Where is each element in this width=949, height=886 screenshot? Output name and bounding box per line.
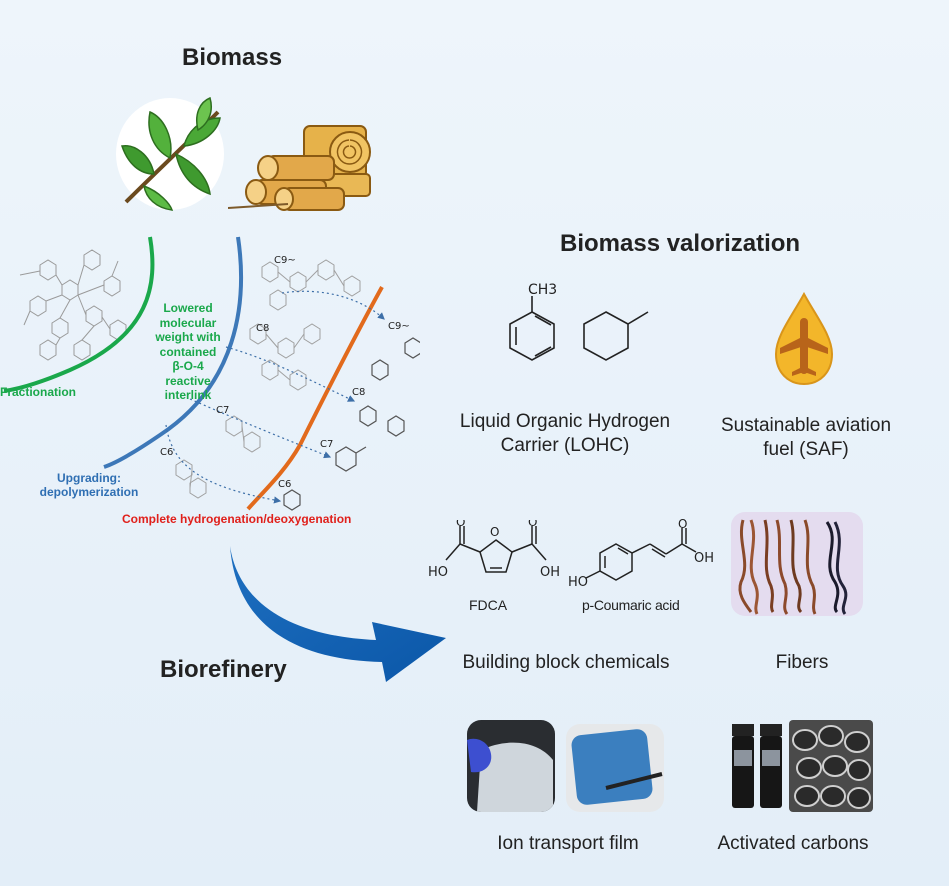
- ion-film-caption: Ion transport film: [497, 833, 639, 854]
- c6-label-1: C6: [160, 447, 173, 458]
- process-diagram: C9~ C8 C7 C6 C9~ C8 C7 C6: [3, 236, 420, 511]
- toluene-ring: [509, 311, 555, 361]
- coumaric-acid-structure: O OH HO: [568, 518, 714, 590]
- ion-film-photo-1: [467, 720, 555, 812]
- coumaric-oh: OH: [694, 551, 714, 566]
- lignin-network: [19, 249, 127, 361]
- saf-fuel-drop-icon: [774, 292, 834, 386]
- furan-oxygen: O: [490, 525, 499, 539]
- ion-film-photo-2: [566, 724, 664, 812]
- c9-label-2: C9~: [388, 321, 410, 332]
- c8-label-2: C8: [352, 387, 365, 398]
- leaves-illustration: [116, 96, 224, 211]
- fdca-structure: O O O HO OH: [428, 520, 560, 580]
- biorefinery-title: Biorefinery: [160, 656, 287, 683]
- oligomer-clusters: [175, 259, 361, 499]
- complete-hydrogenation-label: Complete hydrogenation/deoxygenation: [122, 512, 352, 526]
- lohc-caption: Liquid Organic Hydrogen Carrier (LOHC): [459, 411, 671, 456]
- biorefinery-arrow: [230, 546, 446, 682]
- lohc-molecules: CH3: [509, 282, 649, 361]
- c7-label-2: C7: [320, 439, 333, 450]
- fdca-label: FDCA: [469, 597, 508, 613]
- fibers-caption: Fibers: [775, 652, 829, 673]
- logs-straw-illustration: [228, 125, 371, 211]
- coumaric-o: O: [678, 518, 687, 531]
- fractionation-curve: [3, 236, 155, 393]
- coumaric-label: p-Coumaric acid: [582, 597, 680, 613]
- upgrading-curve: [103, 236, 244, 469]
- valorization-title: Biomass valorization: [560, 230, 801, 257]
- fdca-oh: OH: [540, 565, 560, 580]
- fibers-photo: [731, 512, 863, 616]
- c7-label-1: C7: [216, 405, 229, 416]
- ch3-label: CH3: [528, 282, 557, 298]
- carbons-caption: Activated carbons: [717, 833, 869, 854]
- carbon-sem-photo: [789, 720, 873, 812]
- conversion-arrows: [165, 290, 385, 504]
- c6-label-2: C6: [278, 479, 291, 490]
- fdca-ho: HO: [428, 565, 448, 580]
- fdca-o-right: O: [528, 520, 537, 529]
- c8-label-1: C8: [256, 323, 269, 334]
- coumaric-ho: HO: [568, 575, 588, 590]
- building-blocks-caption: Building block chemicals: [462, 652, 670, 673]
- methylcyclohexane-ring: [583, 311, 629, 361]
- biomass-title: Biomass: [182, 44, 283, 71]
- fdca-o-left: O: [456, 520, 465, 529]
- product-molecules: [283, 337, 420, 511]
- lowered-mw-label: Lowered molecular weight with contained …: [155, 301, 221, 402]
- saf-caption: Sustainable aviation fuel (SAF): [720, 415, 892, 460]
- complete-hydrogenation-curve: [246, 286, 384, 511]
- upgrading-label: Upgrading: depolymerization: [39, 471, 139, 499]
- airplane-icon: [780, 318, 828, 376]
- carbon-vials-photo: [726, 720, 788, 812]
- fractionation-label: Fractionation: [0, 385, 77, 399]
- c9-label-1: C9~: [274, 255, 296, 266]
